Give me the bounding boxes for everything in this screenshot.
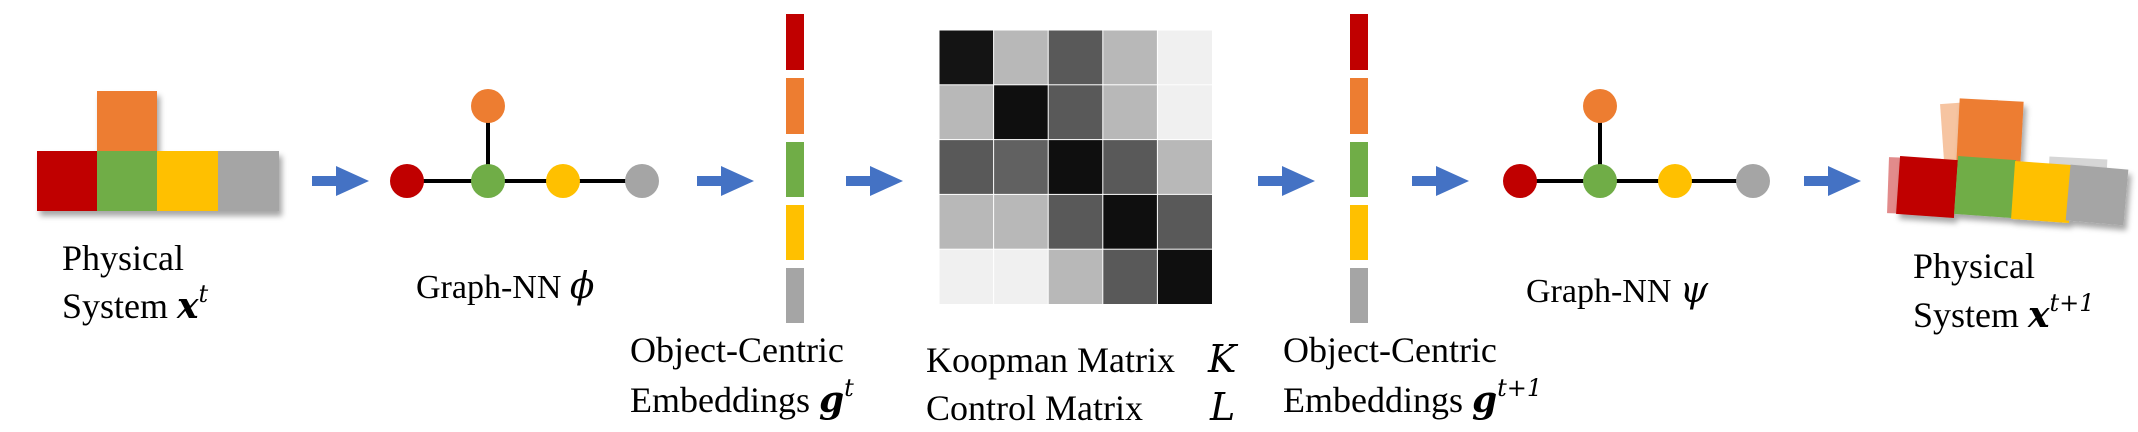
block-yellow <box>157 151 218 211</box>
graph-nn-psi <box>1503 89 1770 198</box>
physical-system-output-label: Physical System xt+1 <box>1913 246 2095 336</box>
matrix-cell <box>1047 139 1104 196</box>
flow-arrow-5 <box>1412 166 1469 196</box>
block-green <box>1954 156 2016 218</box>
block-orange <box>97 91 157 151</box>
matrix-cell <box>1156 84 1214 141</box>
flow-arrow-1 <box>312 166 369 196</box>
matrix-cell <box>1156 29 1214 86</box>
embeddings-input-label: Object-Centric Embeddings gt <box>630 330 854 421</box>
block-yellow <box>2011 161 2073 223</box>
graph-nn-psi-label: Graph-NN ψ <box>1526 270 1709 311</box>
embedding-red <box>1350 14 1368 70</box>
embedding-green <box>1350 142 1368 197</box>
matrix-cell <box>1156 248 1214 305</box>
matrix-cell <box>938 193 995 251</box>
matrix-cell <box>938 84 995 141</box>
matrix-cell <box>1047 248 1104 305</box>
embeddings-input <box>786 14 804 323</box>
matrix-cell <box>993 139 1050 196</box>
flow-arrow-2 <box>697 166 754 196</box>
matrix-cell <box>1102 139 1159 196</box>
matrix-cell <box>1102 29 1159 86</box>
physical-system-input-label: Physical System xt <box>62 238 208 327</box>
block-red <box>1896 156 1958 218</box>
koopman-label: Koopman Matrix K Control Matrix L <box>926 337 1245 429</box>
node-orange <box>471 89 505 123</box>
matrix-cell <box>1102 248 1159 305</box>
matrix-cell <box>993 193 1050 251</box>
matrix-cell <box>1102 193 1159 251</box>
embedding-orange <box>1350 78 1368 134</box>
flow-arrow-3 <box>846 166 903 196</box>
block-red <box>37 151 97 211</box>
matrix-cell <box>993 84 1050 141</box>
node-green <box>471 164 505 198</box>
node-green <box>1583 164 1617 198</box>
matrix-cell <box>993 29 1050 86</box>
matrix-cell <box>938 139 995 196</box>
embedding-green <box>786 142 804 197</box>
physical-system-input <box>37 91 279 211</box>
block-orange <box>1956 98 2024 166</box>
embedding-gray <box>786 268 804 323</box>
node-orange <box>1583 89 1617 123</box>
embedding-yellow <box>1350 205 1368 260</box>
embedding-red <box>786 14 804 70</box>
block-green <box>97 151 157 211</box>
flow-arrow-4 <box>1258 166 1315 196</box>
node-yellow <box>546 164 580 198</box>
matrix-cell <box>1047 29 1104 86</box>
matrix-cell <box>938 29 995 86</box>
matrix-cell <box>1047 193 1104 251</box>
embedding-yellow <box>786 205 804 260</box>
graph-nn-phi-label: Graph-NN ϕ <box>416 266 594 307</box>
physical-system-output <box>1887 98 2129 226</box>
node-red <box>390 164 424 198</box>
embedding-orange <box>786 78 804 134</box>
node-yellow <box>1658 164 1692 198</box>
embeddings-output <box>1350 14 1368 323</box>
matrix-cell <box>993 248 1050 305</box>
flow-arrow-6 <box>1804 166 1861 196</box>
block-gray <box>2065 164 2129 226</box>
embeddings-output-label: Object-Centric Embeddings gt+1 <box>1283 330 1542 421</box>
matrix-cell <box>1156 139 1214 196</box>
matrix-cell <box>938 248 995 305</box>
matrix-cell <box>1102 84 1159 141</box>
matrix-cell <box>1047 84 1104 141</box>
node-gray <box>625 164 659 198</box>
node-gray <box>1736 164 1770 198</box>
node-red <box>1503 164 1537 198</box>
block-gray <box>218 151 279 211</box>
embedding-gray <box>1350 268 1368 323</box>
matrix-cell <box>1156 193 1214 251</box>
graph-nn-phi <box>390 89 659 198</box>
koopman-matrix-heatmap <box>938 29 1214 305</box>
